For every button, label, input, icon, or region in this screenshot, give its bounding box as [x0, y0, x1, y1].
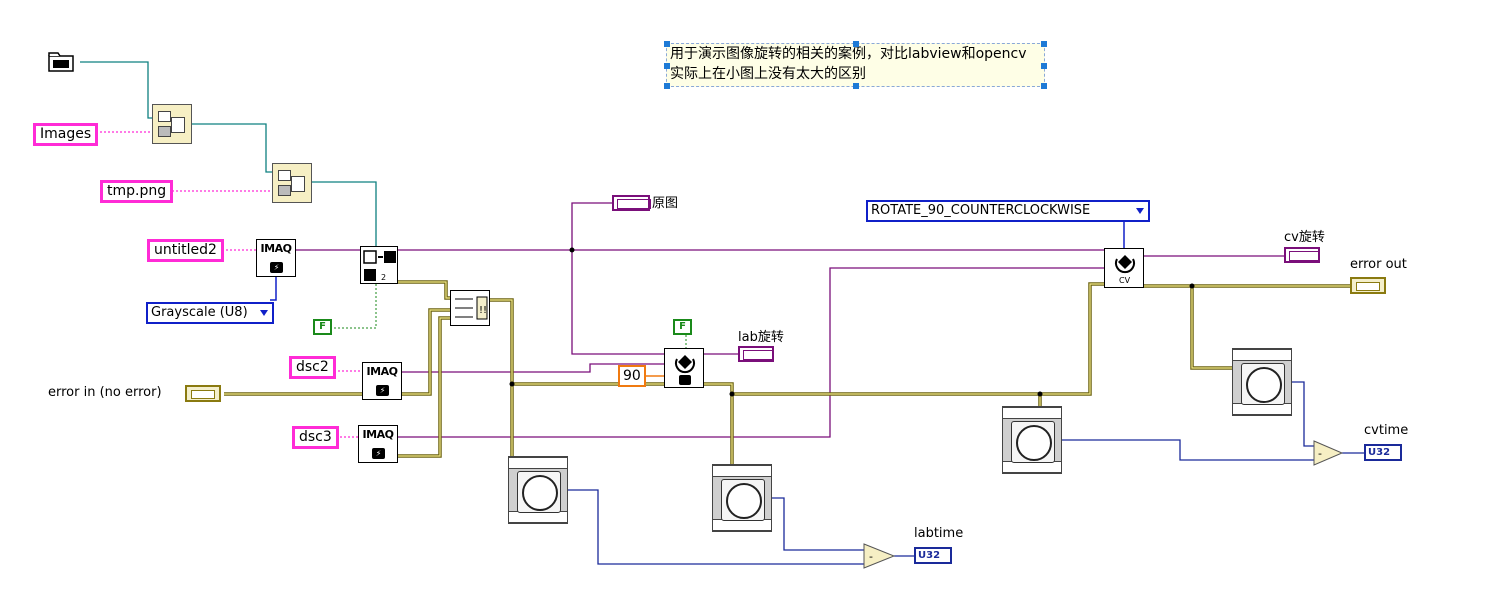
- rotate-mode-value: ROTATE_90_COUNTERCLOCKWISE: [871, 203, 1091, 218]
- cv-rotate-node[interactable]: CV: [1104, 248, 1144, 288]
- tmp-png-constant[interactable]: tmp.png: [100, 180, 174, 203]
- numeric-wires: [566, 381, 1364, 565]
- clock-icon: [522, 475, 558, 511]
- tick-count-timer-3[interactable]: [1002, 406, 1062, 474]
- folder-icon[interactable]: [48, 52, 76, 72]
- imaq-label: IMAQ: [366, 365, 398, 378]
- untitled2-constant[interactable]: untitled2: [147, 239, 224, 262]
- error-in-label: error in (no error): [48, 385, 162, 400]
- clock-icon: [726, 483, 762, 519]
- cv-label: CV: [1119, 276, 1131, 285]
- comment-line-1: 用于演示图像旋转的相关的案例，对比labview和opencv: [670, 46, 1027, 62]
- grayscale-enum[interactable]: Grayscale (U8): [146, 302, 274, 324]
- clock-icon: [1246, 367, 1282, 403]
- path-wires: [80, 61, 377, 249]
- build-path-node-1[interactable]: [152, 104, 192, 144]
- imaq-create-node-2[interactable]: IMAQ ⚡: [362, 362, 402, 400]
- cvtime-label: cvtime: [1364, 423, 1409, 438]
- original-label: 原图: [652, 196, 679, 211]
- dsc2-constant[interactable]: dsc2: [289, 356, 336, 379]
- angle-constant[interactable]: 90: [618, 365, 646, 387]
- bool-false-constant-1[interactable]: F: [313, 319, 332, 335]
- imaq-create-node-3[interactable]: IMAQ ⚡: [358, 425, 398, 463]
- svg-text:2: 2: [381, 273, 386, 282]
- string-wires: [96, 131, 362, 438]
- original-image-indicator[interactable]: [612, 195, 651, 211]
- subtract-nodes: - -: [863, 440, 1344, 569]
- error-out-label: error out: [1350, 257, 1407, 272]
- grayscale-value: Grayscale (U8): [151, 305, 248, 320]
- imaq-label: IMAQ: [362, 428, 394, 441]
- svg-text:-: -: [869, 550, 873, 563]
- power-icon: ⚡: [376, 385, 389, 396]
- read-file-node[interactable]: 2: [360, 246, 398, 284]
- lab-rotate-label: lab旋转: [738, 330, 784, 345]
- merge-errors-node[interactable]: !!: [450, 290, 490, 326]
- cv-rotate-indicator[interactable]: [1284, 247, 1320, 263]
- chevron-down-icon: [1136, 208, 1144, 214]
- comment-note: 用于演示图像旋转的相关的案例，对比labview和opencv 实际上在小图上没…: [664, 41, 1047, 89]
- clock-icon: [1016, 425, 1052, 461]
- chevron-down-icon: [260, 310, 268, 316]
- labtime-label: labtime: [914, 526, 964, 541]
- svg-text:-: -: [1318, 447, 1322, 460]
- power-icon: ⚡: [372, 448, 385, 459]
- tick-count-timer-4[interactable]: [1232, 348, 1292, 416]
- lab-rotate-indicator[interactable]: [738, 346, 774, 362]
- labtime-indicator[interactable]: U32: [914, 547, 952, 564]
- tick-count-timer-1[interactable]: [508, 456, 568, 524]
- svg-text:!!: !!: [479, 305, 487, 316]
- bool-false-constant-2[interactable]: F: [673, 319, 692, 335]
- power-icon: ⚡: [270, 262, 283, 273]
- imaq-label: IMAQ: [260, 242, 292, 255]
- cvtime-indicator[interactable]: U32: [1364, 444, 1402, 461]
- lab-rotate-node[interactable]: [664, 348, 704, 388]
- tick-count-timer-2[interactable]: [712, 464, 772, 532]
- images-constant[interactable]: Images: [33, 123, 99, 146]
- image-wires: [296, 202, 1284, 438]
- comment-line-2: 实际上在小图上没有太大的区别: [670, 66, 866, 82]
- imaq-create-node-1[interactable]: IMAQ ⚡: [256, 239, 296, 277]
- rotate-mode-enum[interactable]: ROTATE_90_COUNTERCLOCKWISE: [866, 200, 1150, 222]
- cv-rotate-label: cv旋转: [1284, 230, 1325, 245]
- error-out-indicator[interactable]: [1350, 277, 1386, 294]
- dsc3-constant[interactable]: dsc3: [292, 426, 339, 449]
- build-path-node-2[interactable]: [272, 163, 312, 203]
- error-in-control[interactable]: [185, 385, 221, 402]
